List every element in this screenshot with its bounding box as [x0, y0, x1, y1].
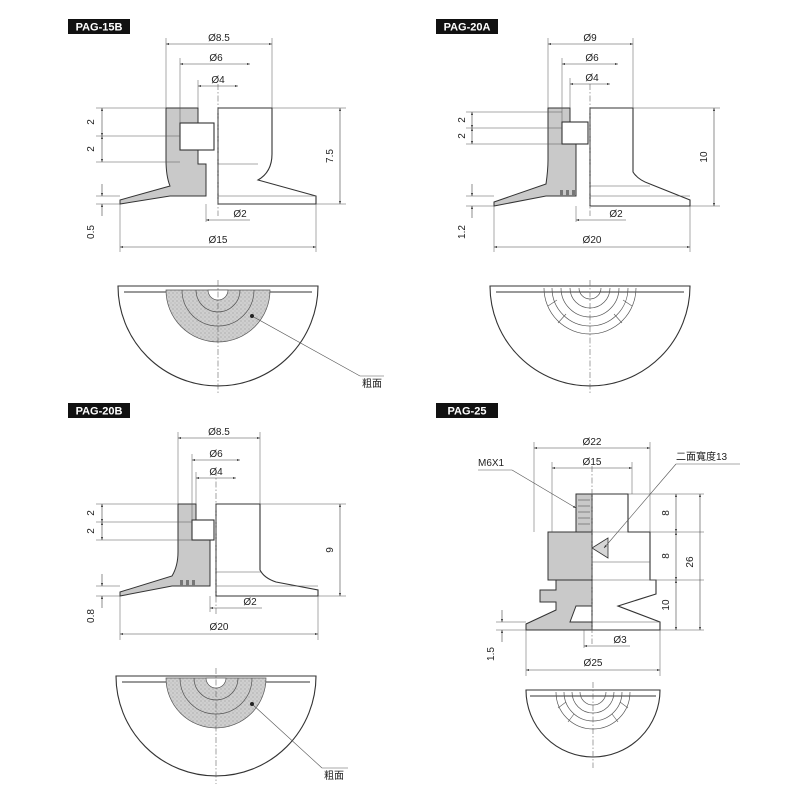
dim-height: 9	[325, 547, 336, 553]
panel-pag-15b: PAG-15B Ø8.5 Ø6 Ø4	[68, 19, 384, 394]
dim-outer: Ø20	[210, 622, 229, 633]
dim-height: 26	[685, 556, 696, 568]
dim-thread: M6X1	[478, 458, 505, 469]
cup-right-half	[589, 107, 691, 207]
cup-left-section	[119, 107, 207, 205]
model-tag: PAG-20B	[76, 406, 123, 418]
callout-leader	[251, 315, 361, 377]
callout-leader	[251, 703, 323, 769]
dim-hole: Ø3	[613, 635, 627, 646]
outer-half-circle	[489, 285, 691, 387]
dim-d1: Ø22	[583, 437, 602, 448]
dim-hole: Ø2	[243, 597, 257, 608]
model-tag: PAG-20A	[444, 22, 491, 34]
dim-d3: Ø4	[209, 467, 223, 478]
dim-lip: 0.5	[86, 225, 97, 239]
radial-ribs	[547, 299, 633, 324]
model-tag: PAG-25	[448, 406, 487, 418]
bottom-view	[525, 682, 661, 768]
dim-outer: Ø25	[584, 658, 603, 669]
dim-hole: Ø2	[233, 209, 247, 220]
side-view: Ø8.5 Ø6 Ø4 2 2 0.8 9	[86, 427, 346, 640]
model-tag: PAG-15B	[76, 22, 123, 34]
bottom-view: 粗面	[117, 280, 384, 394]
dim-hex: 二面寬度13	[676, 450, 728, 463]
radial-ribs	[557, 701, 629, 723]
side-view: Ø22 Ø15 M6X1 二面寬度13 8 8 10 26	[478, 437, 740, 676]
dim-lip: 0.8	[86, 609, 97, 623]
bottom-view	[489, 280, 691, 394]
dim-lip: 1.5	[486, 647, 497, 661]
bore	[179, 122, 215, 151]
dim-h2: 2	[86, 528, 97, 534]
dim-h2: 8	[661, 553, 672, 559]
bore	[561, 121, 589, 145]
dim-d2: Ø15	[583, 457, 602, 468]
dim-d1: Ø8.5	[208, 427, 230, 438]
cup-left-section	[119, 503, 211, 597]
model-tag-bg	[436, 19, 498, 34]
bore	[191, 519, 215, 541]
dim-d3: Ø4	[585, 73, 599, 84]
dim-h1: 2	[86, 119, 97, 125]
dim-d1: Ø9	[583, 33, 597, 44]
model-tag-bg	[68, 19, 130, 34]
dim-h1: 2	[86, 510, 97, 516]
dim-outer: Ø20	[583, 235, 602, 246]
grip-teeth	[560, 190, 575, 196]
dim-height: 10	[699, 151, 710, 163]
dim-outer: Ø15	[209, 235, 228, 246]
dim-d2: Ø6	[209, 449, 223, 460]
panel-pag-25: PAG-25 Ø22	[436, 403, 740, 768]
side-view: Ø8.5 Ø6 Ø4 2 2 0.5 7.5	[86, 33, 346, 252]
cup-right-half	[217, 107, 317, 205]
dim-h3: 10	[661, 599, 672, 611]
callout-label: 粗面	[362, 378, 382, 390]
dim-height: 7.5	[325, 149, 336, 163]
dim-d2: Ø6	[209, 53, 223, 64]
cup-right-half	[215, 503, 319, 597]
dim-h2: 2	[457, 133, 468, 139]
panel-pag-20a: PAG-20A Ø9 Ø6 Ø4	[436, 19, 720, 394]
panel-pag-20b: PAG-20B Ø8.5 Ø6 Ø4	[68, 403, 348, 784]
dim-h1: 2	[457, 117, 468, 123]
dim-d2: Ø6	[585, 53, 599, 64]
dim-hole: Ø2	[609, 209, 623, 220]
dim-lip: 1.2	[457, 225, 468, 239]
dim-d1: Ø8.5	[208, 33, 230, 44]
hex-flat	[591, 537, 609, 559]
side-view: Ø9 Ø6 Ø4 2 2 1.2 10	[457, 33, 720, 252]
bottom-view: 粗面	[115, 668, 348, 784]
grip-teeth	[180, 580, 195, 586]
cup-left-section	[525, 531, 593, 631]
dim-h2: 2	[86, 146, 97, 152]
dim-h1: 8	[661, 510, 672, 516]
model-tag-bg	[436, 403, 498, 418]
callout-label: 粗面	[324, 770, 344, 782]
outer-half-circle	[525, 689, 661, 758]
model-tag-bg	[68, 403, 130, 418]
thread-hatch	[578, 499, 590, 525]
dim-d3: Ø4	[211, 75, 225, 86]
